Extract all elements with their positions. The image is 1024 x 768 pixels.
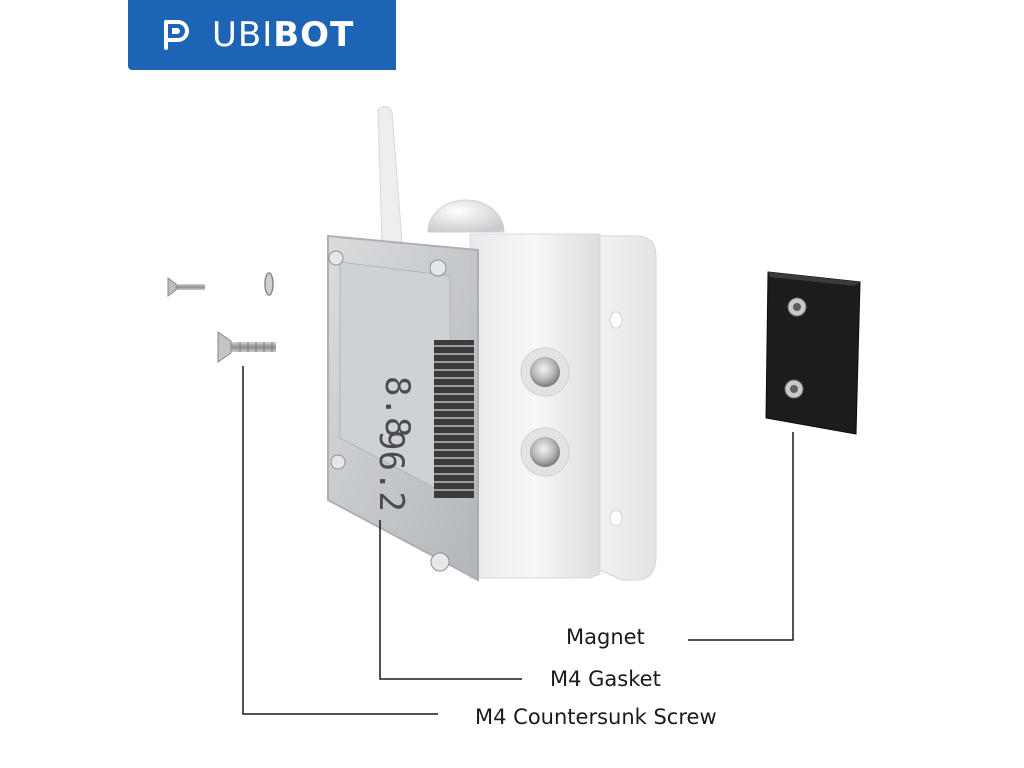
leader-line-screw: [242, 366, 438, 715]
leader-line-gasket: [379, 520, 522, 680]
magnet-icon: [765, 271, 861, 435]
screw-icon: [217, 331, 276, 363]
enclosure-body: [469, 233, 601, 579]
brand-wordmark-prefix: UBI: [212, 15, 274, 55]
front-display-case: 8.8 96.2: [327, 234, 479, 582]
brand-wordmark: UBIBOT: [212, 14, 354, 56]
callout-magnet: Magnet: [566, 625, 645, 649]
brand-logo-badge: UBIBOT: [128, 0, 396, 70]
gasket-icon: [264, 272, 274, 296]
leader-lines: [242, 366, 794, 715]
logo-mark-icon: [164, 20, 189, 50]
vent-grille: [434, 340, 474, 498]
brand-wordmark-suffix: BOT: [273, 15, 355, 55]
callout-gasket: M4 Gasket: [550, 667, 661, 691]
antenna-icon: [377, 106, 403, 243]
leader-line-magnet: [688, 432, 794, 641]
mounting-bracket: [599, 235, 657, 581]
small-screw-icon: [167, 277, 205, 297]
display-top-reading: 8.8: [377, 376, 417, 437]
callout-screw: M4 Countersunk Screw: [475, 705, 717, 729]
display-bottom-reading: 96.2: [371, 430, 411, 512]
dome-sensor: [427, 199, 505, 233]
